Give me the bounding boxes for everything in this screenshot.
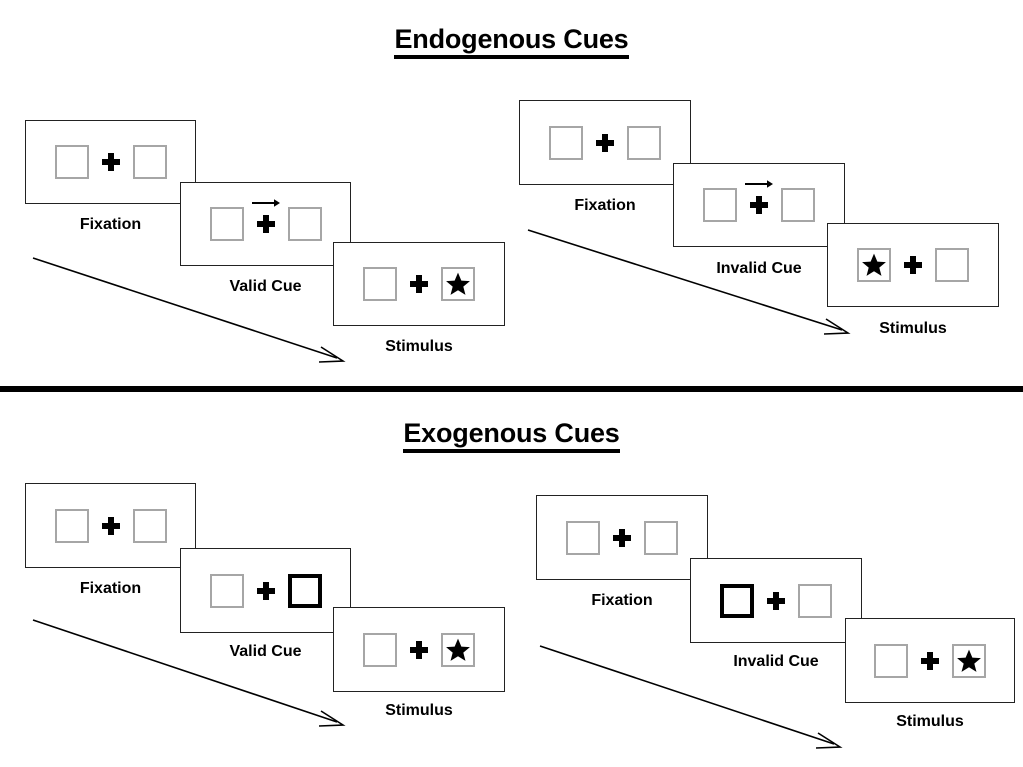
fixation-cross-icon [613,528,631,547]
section-divider [0,386,1023,392]
fixation-cross-icon [251,199,280,233]
section-title-endogenous: Endogenous Cues [0,24,1023,59]
placeholder-box-right [644,520,678,555]
flow-arrow-endogenous-valid [32,257,346,363]
frame-content [363,632,475,667]
frame-content [857,248,969,282]
frame-exogenous-invalid-cue[interactable] [690,558,862,643]
placeholder-box-left [363,632,397,667]
fixation-cross-icon [101,153,120,171]
placeholder-box-right [627,125,661,160]
frame-exogenous-invalid-stimulus[interactable] [845,618,1015,703]
fixation-cross-icon [101,516,120,535]
placeholder-box-right [287,207,322,241]
fixation-cross-icon [745,180,773,214]
frame-content [209,199,322,241]
frame-exogenous-invalid-fixation[interactable] [536,495,708,580]
caption-endogenous-invalid-stimulus: Stimulus [879,320,947,337]
caption-exogenous-invalid-stimulus: Stimulus [896,713,964,730]
fixation-cross-icon [256,581,275,600]
arrow-right-cue-icon [251,199,280,207]
frame-endogenous-valid-fixation[interactable] [25,120,196,204]
placeholder-box-left [874,643,908,678]
placeholder-box-left [54,508,89,543]
cued-box-right [287,573,322,608]
fixation-cross-icon [921,651,939,670]
caption-exogenous-invalid-fixation: Fixation [591,592,653,609]
caption-endogenous-invalid-cue: Invalid Cue [716,260,802,277]
section-title-exogenous: Exogenous Cues [0,418,1023,453]
placeholder-box-right [935,248,969,282]
star-stimulus-icon [446,272,470,295]
section-title-exogenous-text: Exogenous Cues [403,418,620,453]
caption-endogenous-invalid-fixation: Fixation [574,197,636,214]
stimulus-box-right [441,267,475,301]
frame-endogenous-invalid-stimulus[interactable] [827,223,999,307]
caption-exogenous-valid-cue: Valid Cue [229,643,302,660]
frame-endogenous-invalid-fixation[interactable] [519,100,691,185]
frame-content [874,643,986,678]
frame-content [720,583,832,618]
caption-exogenous-valid-fixation: Fixation [79,580,142,597]
frame-exogenous-valid-stimulus[interactable] [333,607,505,692]
fixation-cross-icon [904,256,922,274]
placeholder-box-right [798,583,832,618]
stimulus-box-left [857,248,891,282]
placeholder-box-left [363,267,397,301]
caption-exogenous-invalid-cue: Invalid Cue [733,653,819,670]
frame-content [566,520,678,555]
placeholder-box-left [566,520,600,555]
caption-endogenous-valid-fixation: Fixation [79,216,142,233]
fixation-cross-icon [596,133,614,152]
frame-content [549,125,661,160]
frame-endogenous-valid-stimulus[interactable] [333,242,505,326]
frame-endogenous-invalid-cue[interactable] [673,163,845,247]
fixation-cross-icon [410,275,428,293]
placeholder-box-left [209,573,244,608]
placeholder-box-left [703,188,737,222]
stimulus-box-right [952,643,986,678]
fixation-cross-icon [767,591,785,610]
placeholder-box-right [132,145,167,179]
placeholder-box-left [549,125,583,160]
fixation-cross-icon [410,640,428,659]
frame-content [54,145,167,179]
placeholder-box-left [54,145,89,179]
frame-endogenous-valid-cue[interactable] [180,182,351,266]
star-stimulus-icon [862,253,886,276]
caption-exogenous-valid-stimulus: Stimulus [385,702,453,719]
star-stimulus-icon [446,638,470,661]
caption-endogenous-valid-stimulus: Stimulus [385,338,453,355]
frame-exogenous-valid-fixation[interactable] [25,483,196,568]
arrow-right-cue-icon [745,180,773,188]
caption-endogenous-valid-cue: Valid Cue [229,278,302,295]
frame-exogenous-valid-cue[interactable] [180,548,351,633]
frame-content [363,267,475,301]
placeholder-box-right [132,508,167,543]
section-title-endogenous-text: Endogenous Cues [394,24,629,59]
frame-content [54,508,167,543]
stimulus-box-right [441,632,475,667]
frame-content [703,180,815,222]
cued-box-left [720,583,754,618]
star-stimulus-icon [957,649,981,672]
placeholder-box-right [781,188,815,222]
frame-content [209,573,322,608]
placeholder-box-left [209,207,244,241]
